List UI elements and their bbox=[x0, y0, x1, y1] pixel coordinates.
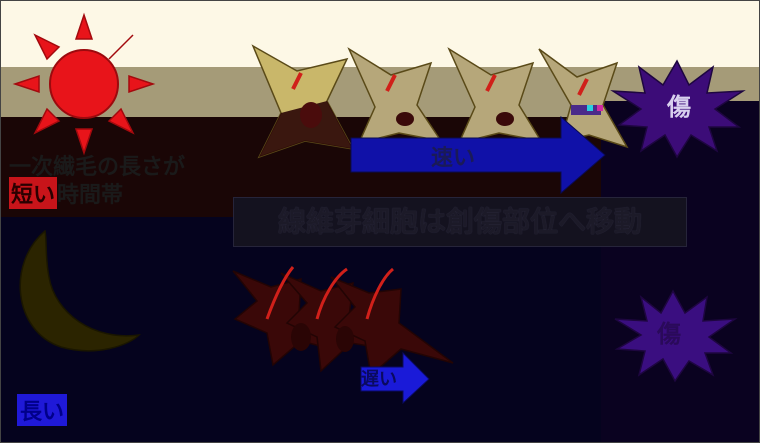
wound-bottom-label: 傷 bbox=[657, 320, 681, 348]
day-sky-band bbox=[1, 1, 759, 67]
fast-label: 速い bbox=[431, 146, 476, 171]
day-cell bbox=[538, 48, 629, 149]
crescent-moon-icon bbox=[19, 229, 142, 352]
slow-arrow bbox=[360, 351, 430, 405]
wound-top-starburst-icon bbox=[610, 59, 746, 159]
night-right-band bbox=[601, 101, 759, 442]
day-cell bbox=[447, 47, 543, 145]
slow-label: 遅い bbox=[361, 369, 397, 390]
wound-top-label: 傷 bbox=[667, 93, 691, 121]
fast-arrow bbox=[350, 115, 606, 195]
time-zone-text: 時間帯 bbox=[57, 183, 124, 208]
small-marker-icon bbox=[571, 105, 601, 115]
short-badge: 短い bbox=[9, 177, 58, 209]
time-zone-label: 短い時間帯 bbox=[9, 177, 123, 209]
sun-icon bbox=[12, 12, 156, 156]
migration-banner: 線維芽細胞は創傷部位へ移動 bbox=[233, 197, 687, 247]
day-cell bbox=[347, 47, 443, 145]
wound-bottom-starburst-icon bbox=[614, 289, 738, 383]
day-cell-row bbox=[251, 44, 629, 159]
night-cell-row bbox=[232, 266, 454, 377]
day-cell bbox=[251, 44, 355, 159]
cilia-length-label: 一次繊毛の長さが bbox=[9, 155, 186, 180]
long-badge: 長い bbox=[17, 394, 68, 426]
